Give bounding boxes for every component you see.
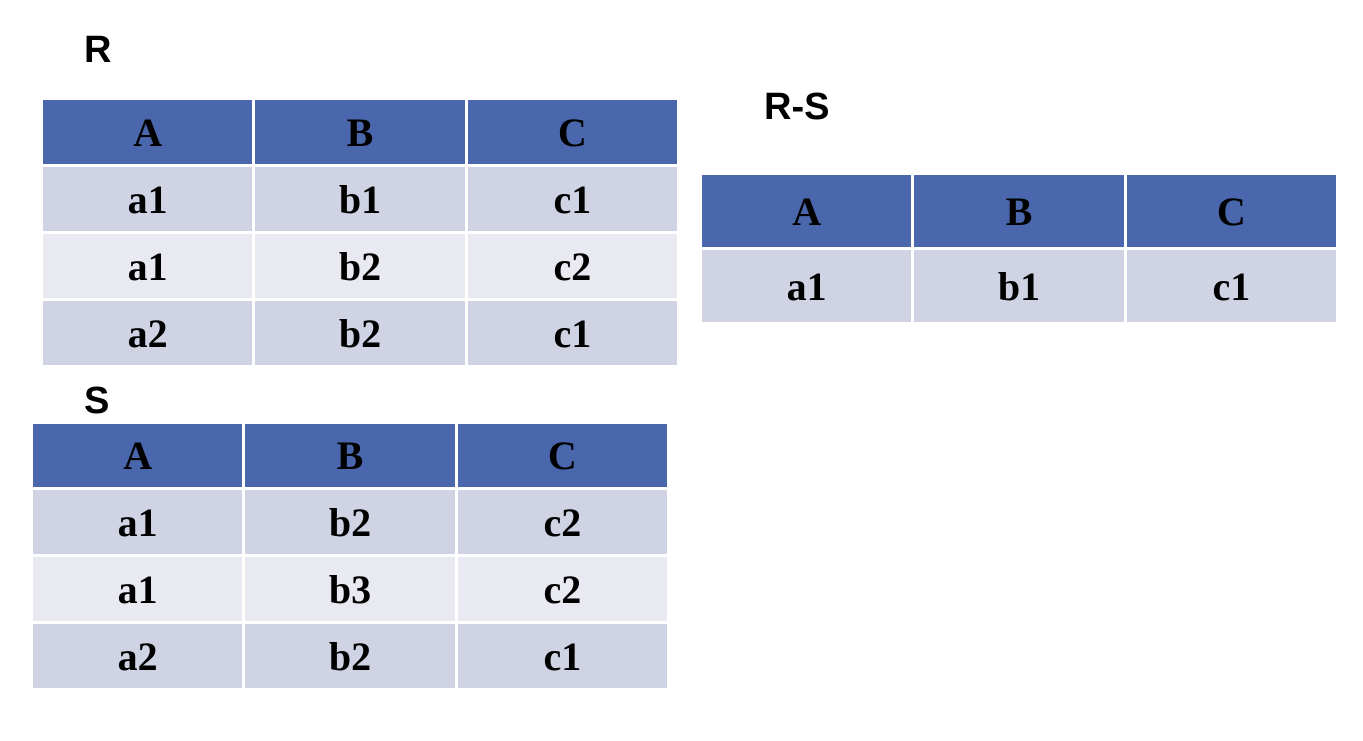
table-cell: c2 bbox=[457, 490, 667, 554]
relation-s-table: A B C a1 b2 c2 a1 b3 c2 a2 b2 c1 bbox=[30, 421, 670, 691]
column-header-b: B bbox=[914, 175, 1124, 247]
table-row: a1 b2 c2 bbox=[33, 490, 667, 554]
relation-rs-title: R-S bbox=[764, 86, 830, 128]
table-cell: c2 bbox=[457, 557, 667, 621]
table-row: a2 b2 c1 bbox=[33, 624, 667, 688]
column-header-c: C bbox=[467, 100, 677, 164]
table-header-row: A B C bbox=[702, 175, 1336, 247]
table-cell: a1 bbox=[33, 490, 243, 554]
table-row: a1 b1 c1 bbox=[702, 250, 1336, 322]
column-header-c: C bbox=[457, 424, 667, 487]
relation-r-title: R bbox=[84, 29, 112, 71]
table-row: a2 b2 c1 bbox=[43, 301, 677, 365]
table-cell: b2 bbox=[245, 624, 455, 688]
table-cell: a1 bbox=[702, 250, 912, 322]
table-row: a1 b2 c2 bbox=[43, 234, 677, 298]
column-header-b: B bbox=[245, 424, 455, 487]
table-cell: c1 bbox=[1126, 250, 1336, 322]
table-cell: b3 bbox=[245, 557, 455, 621]
table-cell: a1 bbox=[33, 557, 243, 621]
table-cell: c1 bbox=[467, 301, 677, 365]
table-cell: b2 bbox=[255, 234, 465, 298]
table-cell: a2 bbox=[33, 624, 243, 688]
column-header-a: A bbox=[33, 424, 243, 487]
table-cell: b2 bbox=[245, 490, 455, 554]
column-header-c: C bbox=[1126, 175, 1336, 247]
table-cell: b1 bbox=[914, 250, 1124, 322]
table-cell: c2 bbox=[467, 234, 677, 298]
column-header-b: B bbox=[255, 100, 465, 164]
table-cell: b1 bbox=[255, 167, 465, 231]
table-header-row: A B C bbox=[43, 100, 677, 164]
relation-s-title: S bbox=[84, 380, 110, 422]
table-cell: a1 bbox=[43, 167, 253, 231]
column-header-a: A bbox=[702, 175, 912, 247]
relation-r-table: A B C a1 b1 c1 a1 b2 c2 a2 b2 c1 bbox=[40, 97, 680, 368]
table-cell: a2 bbox=[43, 301, 253, 365]
table-header-row: A B C bbox=[33, 424, 667, 487]
table-cell: c1 bbox=[467, 167, 677, 231]
table-cell: c1 bbox=[457, 624, 667, 688]
table-cell: b2 bbox=[255, 301, 465, 365]
relation-rs-table: A B C a1 b1 c1 bbox=[699, 172, 1339, 325]
column-header-a: A bbox=[43, 100, 253, 164]
table-cell: a1 bbox=[43, 234, 253, 298]
table-row: a1 b1 c1 bbox=[43, 167, 677, 231]
table-row: a1 b3 c2 bbox=[33, 557, 667, 621]
